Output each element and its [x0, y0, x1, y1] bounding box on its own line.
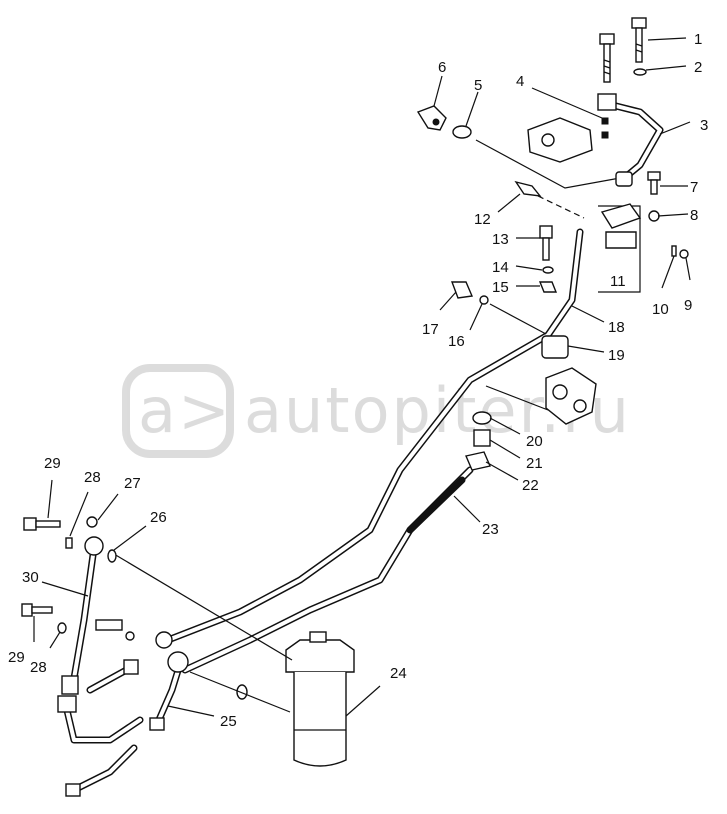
callout-17: 17 [422, 321, 439, 338]
fitting-20 [472, 411, 492, 425]
callout-12: 12 [474, 211, 491, 228]
bolt-29-upper [23, 517, 61, 531]
bolt-13 [539, 225, 553, 261]
fitting-6 [416, 105, 447, 131]
bolt-1-right [631, 17, 647, 63]
flange-main [155, 631, 173, 649]
clamp-15 [538, 281, 558, 293]
callout-1: 1 [694, 31, 702, 48]
bracket [527, 117, 593, 163]
callout-16: 16 [448, 333, 465, 350]
callout-21: 21 [526, 455, 543, 472]
nut-9 [679, 249, 689, 259]
callout-5: 5 [474, 77, 482, 94]
filter-24 [285, 631, 355, 767]
callout-13: 13 [492, 231, 509, 248]
callout-8: 8 [690, 207, 698, 224]
callout-22: 22 [522, 477, 539, 494]
connector-3 [615, 171, 633, 187]
callout-7: 7 [690, 179, 698, 196]
callout-24: 24 [390, 665, 407, 682]
washer-2 [633, 68, 647, 76]
o-ring-26 [107, 549, 117, 563]
bolt-mid [95, 619, 135, 641]
callout-23: 23 [482, 521, 499, 538]
callout-15: 15 [492, 279, 509, 296]
watermark-logo-frame [122, 364, 234, 458]
callout-30: 30 [22, 569, 39, 586]
pipe-3 [604, 100, 664, 184]
callout-28-lower: 28 [30, 659, 47, 676]
fitting-22 [465, 451, 491, 471]
washer-14 [542, 266, 554, 274]
washer-28-upper [65, 537, 73, 549]
clamp-19 [541, 335, 569, 359]
callout-27: 27 [124, 475, 141, 492]
hose-lower-left [65, 744, 138, 797]
washer-8 [648, 210, 660, 222]
lower-left-assembly [57, 675, 144, 744]
o-ring-25 [236, 684, 248, 700]
washer-27 [86, 516, 98, 528]
bolt-7 [647, 171, 661, 195]
bolt-29-lower [21, 603, 53, 617]
washer-28-lower [57, 622, 67, 634]
o-ring-5 [452, 125, 472, 139]
watermark-logo: a> [138, 374, 232, 447]
callout-2: 2 [694, 59, 702, 76]
callout-18: 18 [608, 319, 625, 336]
callout-26: 26 [150, 509, 167, 526]
callout-25: 25 [220, 713, 237, 730]
fitting-21 [473, 429, 491, 447]
callout-20: 20 [526, 433, 543, 450]
fitting-mid-left [86, 659, 139, 694]
hose-23 [406, 476, 466, 534]
callout-3: 3 [700, 117, 708, 134]
callout-10: 10 [652, 301, 669, 318]
callout-28-upper: 28 [84, 469, 101, 486]
pipe-30 [68, 544, 98, 694]
main-pipe-upper [164, 228, 584, 644]
fitting-17 [450, 281, 474, 299]
callout-11: 11 [610, 273, 626, 290]
leader-lines [33, 37, 691, 717]
callout-19: 19 [608, 347, 625, 364]
block-4 [597, 93, 617, 139]
pipe-25 [149, 651, 189, 731]
bracket-11 [598, 203, 642, 293]
callout-labels: 1 2 3 4 5 6 7 8 9 10 11 12 13 14 15 17 1… [8, 31, 708, 730]
callout-6: 6 [438, 59, 446, 76]
callout-14: 14 [492, 259, 509, 276]
callout-29-lower: 29 [8, 649, 25, 666]
o-ring-16 [479, 295, 489, 305]
clamp-12 [514, 180, 542, 197]
callout-4: 4 [516, 73, 524, 90]
callout-9: 9 [684, 297, 692, 314]
valve-block [545, 367, 597, 425]
callout-29-upper: 29 [44, 455, 61, 472]
washer-10 [671, 245, 677, 257]
bolt-1-left [599, 33, 615, 83]
flange-upper-left [84, 536, 104, 556]
